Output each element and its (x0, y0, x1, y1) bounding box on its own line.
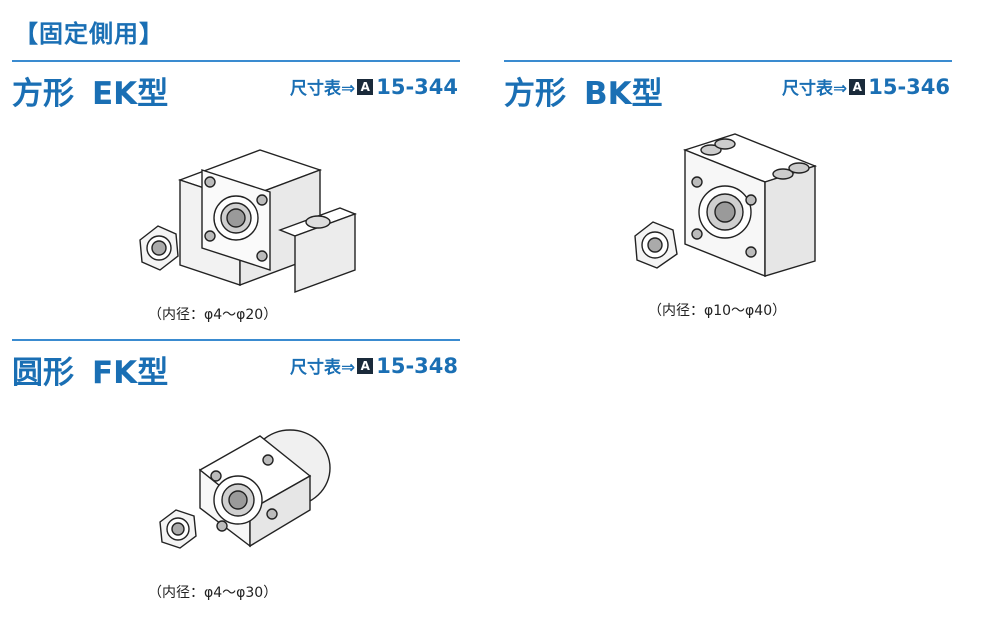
product-shape: 方形 (504, 76, 566, 112)
section-title: 【固定側用】 (14, 20, 164, 48)
product-model: EK型 (92, 76, 169, 112)
ref-page: 15-346 (868, 74, 950, 99)
product-shape: 圆形 (12, 355, 74, 391)
bk-support-unit-drawing (625, 126, 845, 296)
fk-support-unit-drawing (150, 418, 350, 568)
ref-label: 尺寸表⇒ (781, 79, 848, 99)
heading-rule (12, 60, 460, 62)
ref-page: 15-348 (376, 353, 458, 378)
ref-page: 15-344 (376, 74, 458, 99)
ref-badge-icon: A (357, 357, 374, 374)
ref-label: 尺寸表⇒ (289, 79, 356, 99)
product-shape: 方形 (12, 76, 74, 112)
caption: （内径：φ4～φ30） (148, 585, 278, 601)
product-model: BK型 (584, 76, 663, 112)
ek-support-unit-drawing (130, 130, 360, 300)
ref-label: 尺寸表⇒ (289, 358, 356, 378)
ref-badge-icon: A (357, 78, 374, 95)
caption: （内径：φ4～φ20） (148, 307, 278, 323)
product-heading: 方形 BK型 (504, 68, 663, 113)
product-model: FK型 (92, 355, 169, 391)
heading-rule (12, 339, 460, 341)
product-heading: 方形 EK型 (12, 68, 168, 113)
heading-rule (504, 60, 952, 62)
caption: （内径：φ10～φ40） (648, 303, 787, 319)
ref-badge-icon: A (849, 78, 866, 95)
product-heading: 圆形 FK型 (12, 347, 168, 392)
